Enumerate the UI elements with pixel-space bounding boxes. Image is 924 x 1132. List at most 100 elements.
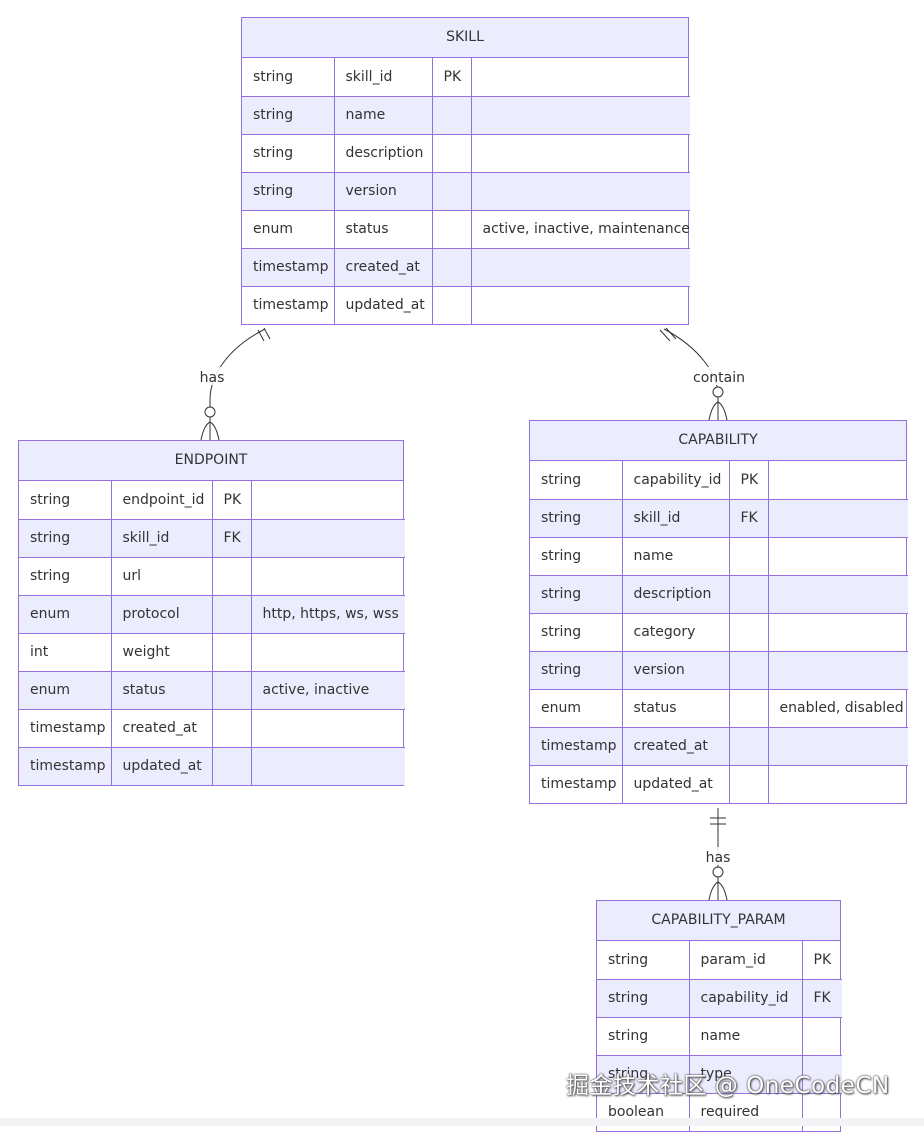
relationship-skill-capability: contain <box>659 327 753 421</box>
attribute-comment <box>251 557 405 596</box>
attribute-key <box>432 172 472 211</box>
exactly-one-marker <box>710 817 726 825</box>
relationship-skill-endpoint: has <box>196 327 271 441</box>
attribute-name: name <box>622 537 730 576</box>
exactly-one-marker <box>257 327 271 342</box>
attribute-comment <box>251 519 405 558</box>
attribute-name: updated_at <box>622 765 730 803</box>
relationship-label-bg <box>685 367 753 385</box>
attribute-name: param_id <box>689 941 803 980</box>
attribute-key <box>432 210 472 249</box>
attribute-type: timestamp <box>19 747 112 785</box>
attribute-type: string <box>530 461 623 500</box>
attribute-comment <box>471 134 690 173</box>
attribute-key <box>729 689 769 728</box>
attribute-key <box>802 1017 842 1056</box>
attribute-key <box>212 747 252 785</box>
attribute-type: timestamp <box>242 248 335 287</box>
attribute-key: FK <box>729 499 769 538</box>
attribute-type: timestamp <box>530 765 623 803</box>
exactly-one-marker <box>659 327 677 342</box>
attribute-comment <box>768 461 908 500</box>
attribute-key: PK <box>212 481 252 520</box>
attribute-type: string <box>530 651 623 690</box>
zero-or-more-marker <box>708 386 728 421</box>
entity-title: CAPABILITY <box>530 421 906 461</box>
bottom-strip <box>0 1118 924 1126</box>
attribute-comment <box>251 633 405 672</box>
relationship-label: has <box>200 370 225 386</box>
attribute-type: int <box>19 633 112 672</box>
attribute-name: endpoint_id <box>111 481 213 520</box>
attribute-key <box>729 613 769 652</box>
attribute-key <box>432 96 472 135</box>
attribute-type: string <box>19 481 112 520</box>
attribute-name: updated_at <box>334 286 433 324</box>
relationship-label-bg <box>196 367 228 385</box>
attribute-name: updated_at <box>111 747 213 785</box>
attribute-type: string <box>242 134 335 173</box>
attribute-type: string <box>530 575 623 614</box>
attribute-name: protocol <box>111 595 213 634</box>
attribute-key <box>212 671 252 710</box>
attribute-key <box>432 248 472 287</box>
attribute-name: version <box>622 651 730 690</box>
attribute-key <box>729 575 769 614</box>
attribute-type: string <box>530 613 623 652</box>
attribute-comment <box>768 765 908 803</box>
attribute-comment <box>251 747 405 785</box>
attribute-name: created_at <box>334 248 433 287</box>
attribute-key: PK <box>729 461 769 500</box>
attribute-type: string <box>242 96 335 135</box>
attribute-comment <box>471 172 690 211</box>
attribute-name: url <box>111 557 213 596</box>
attribute-key <box>432 286 472 324</box>
attribute-key <box>212 709 252 748</box>
attribute-type: timestamp <box>530 727 623 766</box>
attribute-type: string <box>19 557 112 596</box>
attribute-type: string <box>530 537 623 576</box>
attribute-type: string <box>242 58 335 97</box>
attribute-comment: http, https, ws, wss <box>251 595 405 634</box>
zero-or-more-marker <box>200 406 220 441</box>
attribute-name: created_at <box>622 727 730 766</box>
attribute-key: PK <box>432 58 472 97</box>
relationship-label: contain <box>693 370 745 386</box>
attribute-name: weight <box>111 633 213 672</box>
entity-title: SKILL <box>242 18 688 58</box>
attribute-type: string <box>597 1055 690 1094</box>
attribute-key <box>729 651 769 690</box>
attribute-comment <box>471 286 690 324</box>
attribute-type: string <box>597 979 690 1018</box>
attribute-comment <box>471 96 690 135</box>
attribute-comment <box>768 537 908 576</box>
attribute-type: enum <box>530 689 623 728</box>
attribute-name: description <box>334 134 433 173</box>
attribute-name: status <box>334 210 433 249</box>
attribute-name: skill_id <box>111 519 213 558</box>
attribute-name: category <box>622 613 730 652</box>
attribute-type: timestamp <box>242 286 335 324</box>
